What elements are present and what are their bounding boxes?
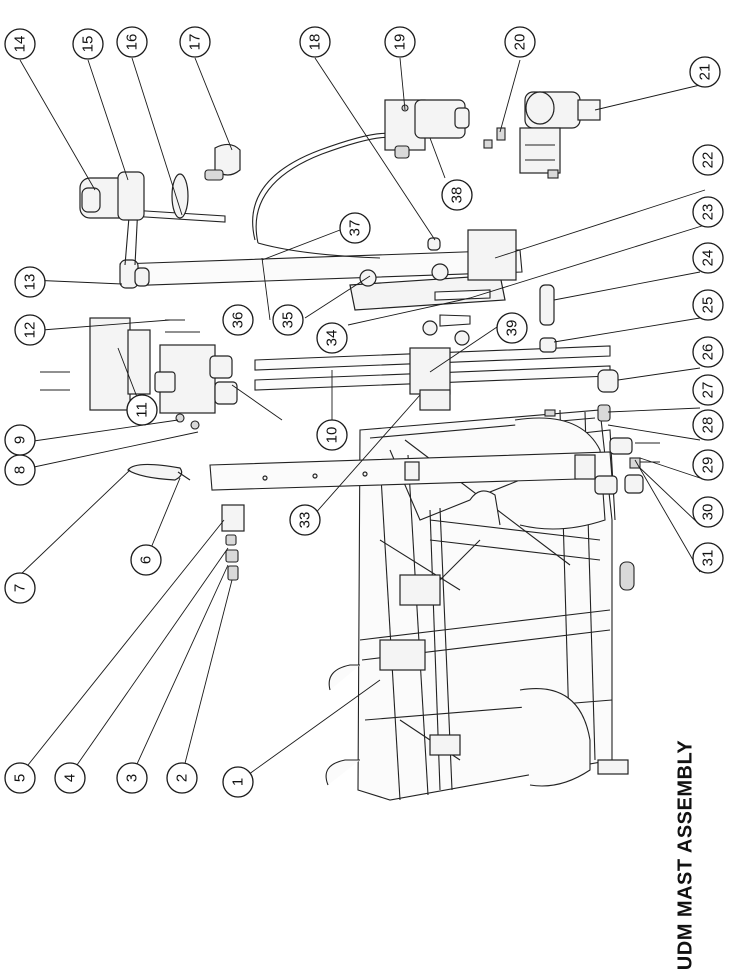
balloon-2: 2 <box>166 762 198 794</box>
mast-tube <box>209 451 644 495</box>
svg-text:6: 6 <box>138 556 155 564</box>
svg-text:9: 9 <box>12 436 29 444</box>
svg-text:26: 26 <box>700 344 717 361</box>
cable <box>252 132 398 259</box>
svg-text:29: 29 <box>700 457 717 474</box>
balloon-5: 5 <box>4 762 36 794</box>
svg-text:10: 10 <box>324 427 341 444</box>
pin-and-clip <box>127 463 191 481</box>
rods-part-10 <box>254 345 611 411</box>
balloon-13: 13 <box>14 266 46 298</box>
svg-text:15: 15 <box>80 36 97 53</box>
svg-text:19: 19 <box>392 34 409 51</box>
svg-text:39: 39 <box>504 320 521 337</box>
svg-text:36: 36 <box>230 312 247 329</box>
balloon-9: 9 <box>4 424 36 456</box>
svg-text:12: 12 <box>22 322 39 339</box>
balloon-11: 11 <box>126 394 158 426</box>
balloon-31: 31 <box>692 542 724 574</box>
balloon-19: 19 <box>384 26 416 58</box>
svg-text:31: 31 <box>700 550 717 567</box>
svg-text:25: 25 <box>700 297 717 314</box>
balloon-21: 21 <box>689 56 721 88</box>
balloon-24: 24 <box>692 242 724 274</box>
balloon-14: 14 <box>4 28 36 60</box>
balloon-25: 25 <box>692 289 724 321</box>
title-container: UDM MAST ASSEMBLY <box>664 740 708 970</box>
svg-text:35: 35 <box>280 312 297 329</box>
balloon-34: 34 <box>316 322 348 354</box>
balloon-26: 26 <box>692 336 724 368</box>
svg-text:13: 13 <box>22 274 39 291</box>
svg-text:17: 17 <box>187 34 204 51</box>
balloon-35: 35 <box>272 304 304 336</box>
motor-head <box>79 143 241 266</box>
balloon-10: 10 <box>316 419 348 451</box>
svg-text:16: 16 <box>124 34 141 51</box>
balloon-29: 29 <box>692 449 724 481</box>
balloon-39: 39 <box>496 312 528 344</box>
svg-text:5: 5 <box>12 774 29 782</box>
frame-part-1 <box>325 409 635 801</box>
balloon-4: 4 <box>54 762 86 794</box>
svg-text:37: 37 <box>347 220 364 237</box>
upper-arm <box>119 229 523 346</box>
svg-text:11: 11 <box>134 402 151 418</box>
balloon-23: 23 <box>692 196 724 228</box>
hardware-right <box>539 284 660 469</box>
balloon-37: 37 <box>339 212 371 244</box>
actuator <box>384 99 470 159</box>
svg-text:38: 38 <box>449 187 466 204</box>
clamp-block <box>40 317 238 430</box>
balloon-12: 12 <box>14 314 46 346</box>
balloon-30: 30 <box>692 496 724 528</box>
balloon-1: 1 <box>222 766 254 798</box>
svg-text:8: 8 <box>12 466 29 474</box>
balloon-6: 6 <box>130 544 162 576</box>
balloon-8: 8 <box>4 454 36 486</box>
svg-text:21: 21 <box>697 64 714 81</box>
balloon-7: 7 <box>4 572 36 604</box>
svg-text:24: 24 <box>700 250 717 267</box>
svg-text:2: 2 <box>174 774 191 782</box>
small-block <box>221 504 245 581</box>
svg-text:27: 27 <box>700 382 717 399</box>
svg-text:28: 28 <box>700 417 717 434</box>
svg-text:7: 7 <box>12 584 29 592</box>
svg-text:1: 1 <box>230 778 247 786</box>
balloon-16: 16 <box>116 26 148 58</box>
balloon-20: 20 <box>504 26 536 58</box>
balloon-22: 22 <box>692 144 724 176</box>
balloon-17: 17 <box>179 26 211 58</box>
svg-text:23: 23 <box>700 204 717 221</box>
balloon-15: 15 <box>72 28 104 60</box>
svg-text:4: 4 <box>62 774 79 782</box>
balloon-3: 3 <box>116 762 148 794</box>
balloon-28: 28 <box>692 409 724 441</box>
drawing-title: UDM MAST ASSEMBLY <box>674 739 697 970</box>
drive-unit <box>483 91 601 179</box>
svg-text:3: 3 <box>124 774 141 782</box>
balloon-38: 38 <box>441 179 473 211</box>
svg-text:33: 33 <box>297 512 314 529</box>
svg-text:34: 34 <box>324 330 341 347</box>
balloon-33: 33 <box>289 504 321 536</box>
balloon-18: 18 <box>299 26 331 58</box>
balloon-27: 27 <box>692 374 724 406</box>
svg-text:30: 30 <box>700 504 717 521</box>
leader-lines <box>19 57 706 783</box>
svg-text:14: 14 <box>12 36 29 53</box>
svg-text:20: 20 <box>512 34 529 51</box>
svg-text:22: 22 <box>700 152 717 169</box>
balloon-36: 36 <box>222 304 254 336</box>
svg-text:18: 18 <box>307 34 324 51</box>
